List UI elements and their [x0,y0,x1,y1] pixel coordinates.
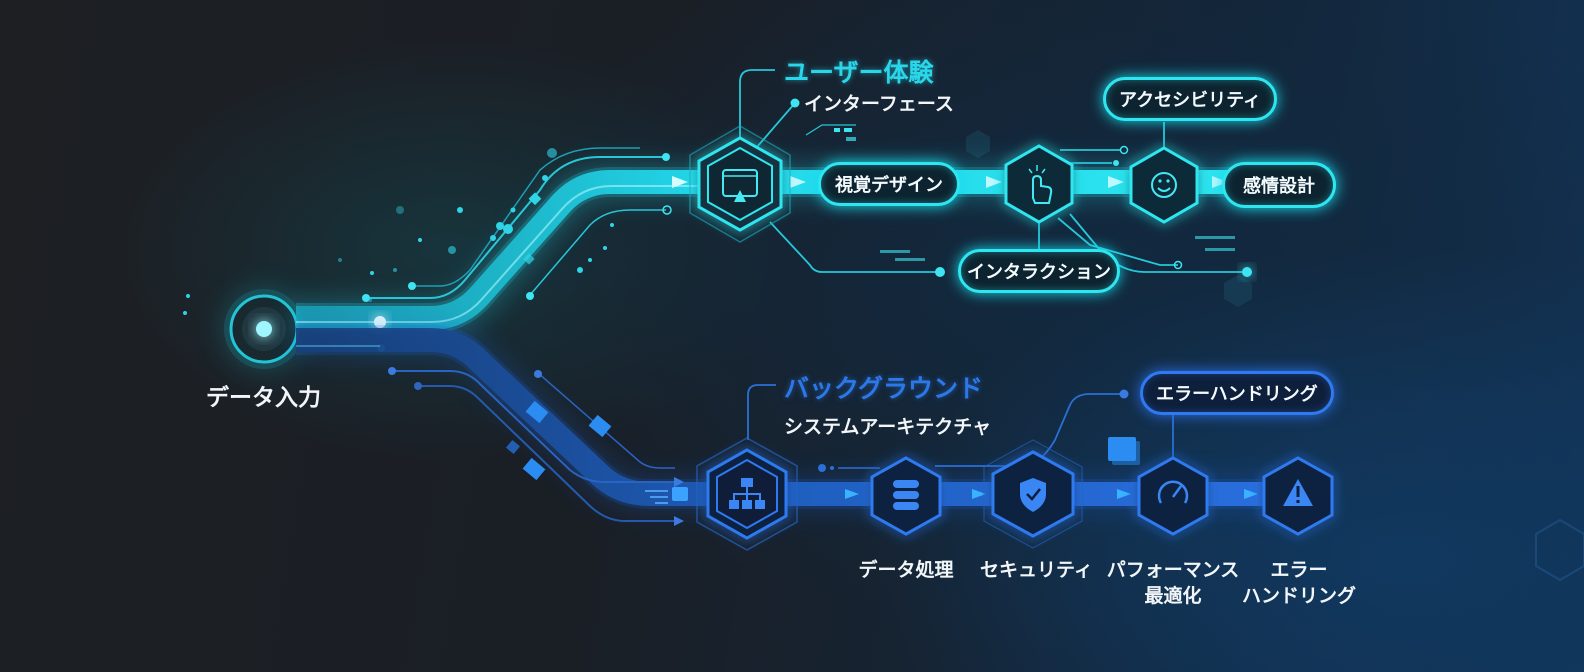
backend-connector-dot [1119,389,1129,399]
decorative-hexagons [966,130,1584,582]
label-data-processing: データ処理 [858,559,954,581]
label-error-handling-line2: ハンドリング [1241,585,1356,607]
warning-hex [1262,456,1334,536]
backend-branch-subtitle: システムアーキテクチャ [784,416,992,438]
label-error-handling-line1: エラー [1270,559,1328,581]
node-interaction: インタラクション [958,249,1120,293]
ux-branch-title: ユーザー体験 [784,58,934,87]
label-performance: パフォーマンス 最適化 [1106,557,1240,609]
source-label: データ入力 [206,385,321,411]
backend-branch-title: バックグラウンド [784,374,984,403]
backend-hub-hex [696,437,798,551]
ux-branch-subtitle: インターフェース [804,93,954,115]
database-hex [870,456,942,536]
source-node [224,289,304,369]
label-performance-line1: パフォーマンス [1106,559,1240,581]
error-handling-callout: エラーハンドリング [1140,371,1334,415]
smiley-hex [1129,146,1199,224]
label-performance-line2: 最適化 [1144,585,1202,607]
label-error-handling: エラー ハンドリング [1240,557,1358,609]
ux-flow-band [296,147,1330,333]
node-emotional-design: 感情設計 [1222,162,1336,208]
node-accessibility: アクセシビリティ [1103,77,1277,121]
tap-hex [1004,144,1074,224]
shield-hex [983,439,1083,549]
ux-connector-dots [790,98,1252,277]
backend-flow-band [296,325,1300,526]
speedometer-hex [1137,456,1209,536]
label-security: セキュリティ [980,559,1093,581]
ux-hub-hex [689,125,791,243]
node-visual-design: 視覚デザイン [818,162,960,206]
